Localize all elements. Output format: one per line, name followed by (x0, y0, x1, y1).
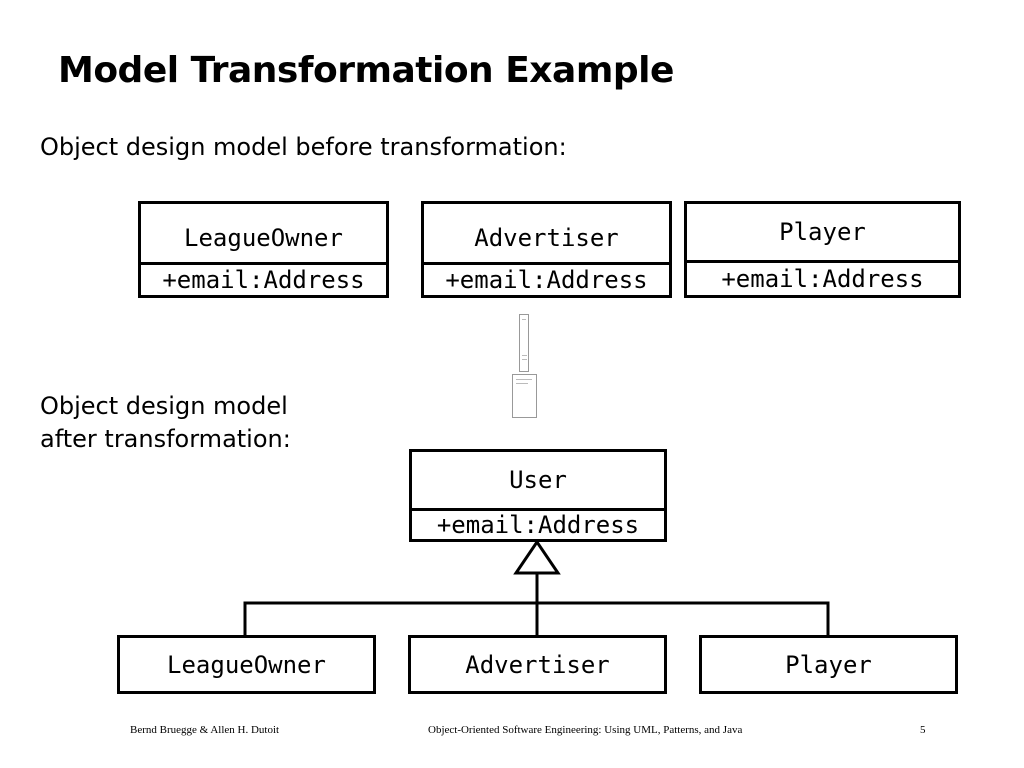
class-player-after: Player (699, 635, 958, 694)
footer-page-number: 5 (920, 724, 926, 736)
class-leagueowner-before: LeagueOwner +email:Address (138, 201, 389, 298)
footer-authors: Bernd Bruegge & Allen H. Dutoit (130, 724, 280, 736)
class-attribute: +email:Address (721, 265, 924, 293)
slide-title: Model Transformation Example (58, 50, 674, 91)
class-advertiser-after: Advertiser (408, 635, 667, 694)
class-player-before: Player +email:Address (684, 201, 961, 298)
class-attribute: +email:Address (445, 266, 648, 294)
class-attribute: +email:Address (162, 266, 365, 294)
after-caption-line1: Object design model (40, 392, 288, 420)
class-name: Player (687, 204, 958, 263)
class-user: User +email:Address (409, 449, 667, 542)
embedded-thumbnail-bottom (512, 374, 537, 418)
before-caption: Object design model before transformatio… (40, 133, 567, 161)
embedded-thumbnail-top (519, 314, 529, 372)
class-name: User (412, 452, 664, 511)
generalization-arrowhead (513, 539, 561, 575)
after-caption-line2: after transformation: (40, 425, 291, 453)
footer-book-title: Object-Oriented Software Engineering: Us… (428, 724, 743, 736)
class-leagueowner-after: LeagueOwner (117, 635, 376, 694)
class-name: Advertiser (424, 204, 669, 265)
class-name: LeagueOwner (141, 204, 386, 265)
class-attribute: +email:Address (436, 511, 640, 539)
class-advertiser-before: Advertiser +email:Address (421, 201, 672, 298)
